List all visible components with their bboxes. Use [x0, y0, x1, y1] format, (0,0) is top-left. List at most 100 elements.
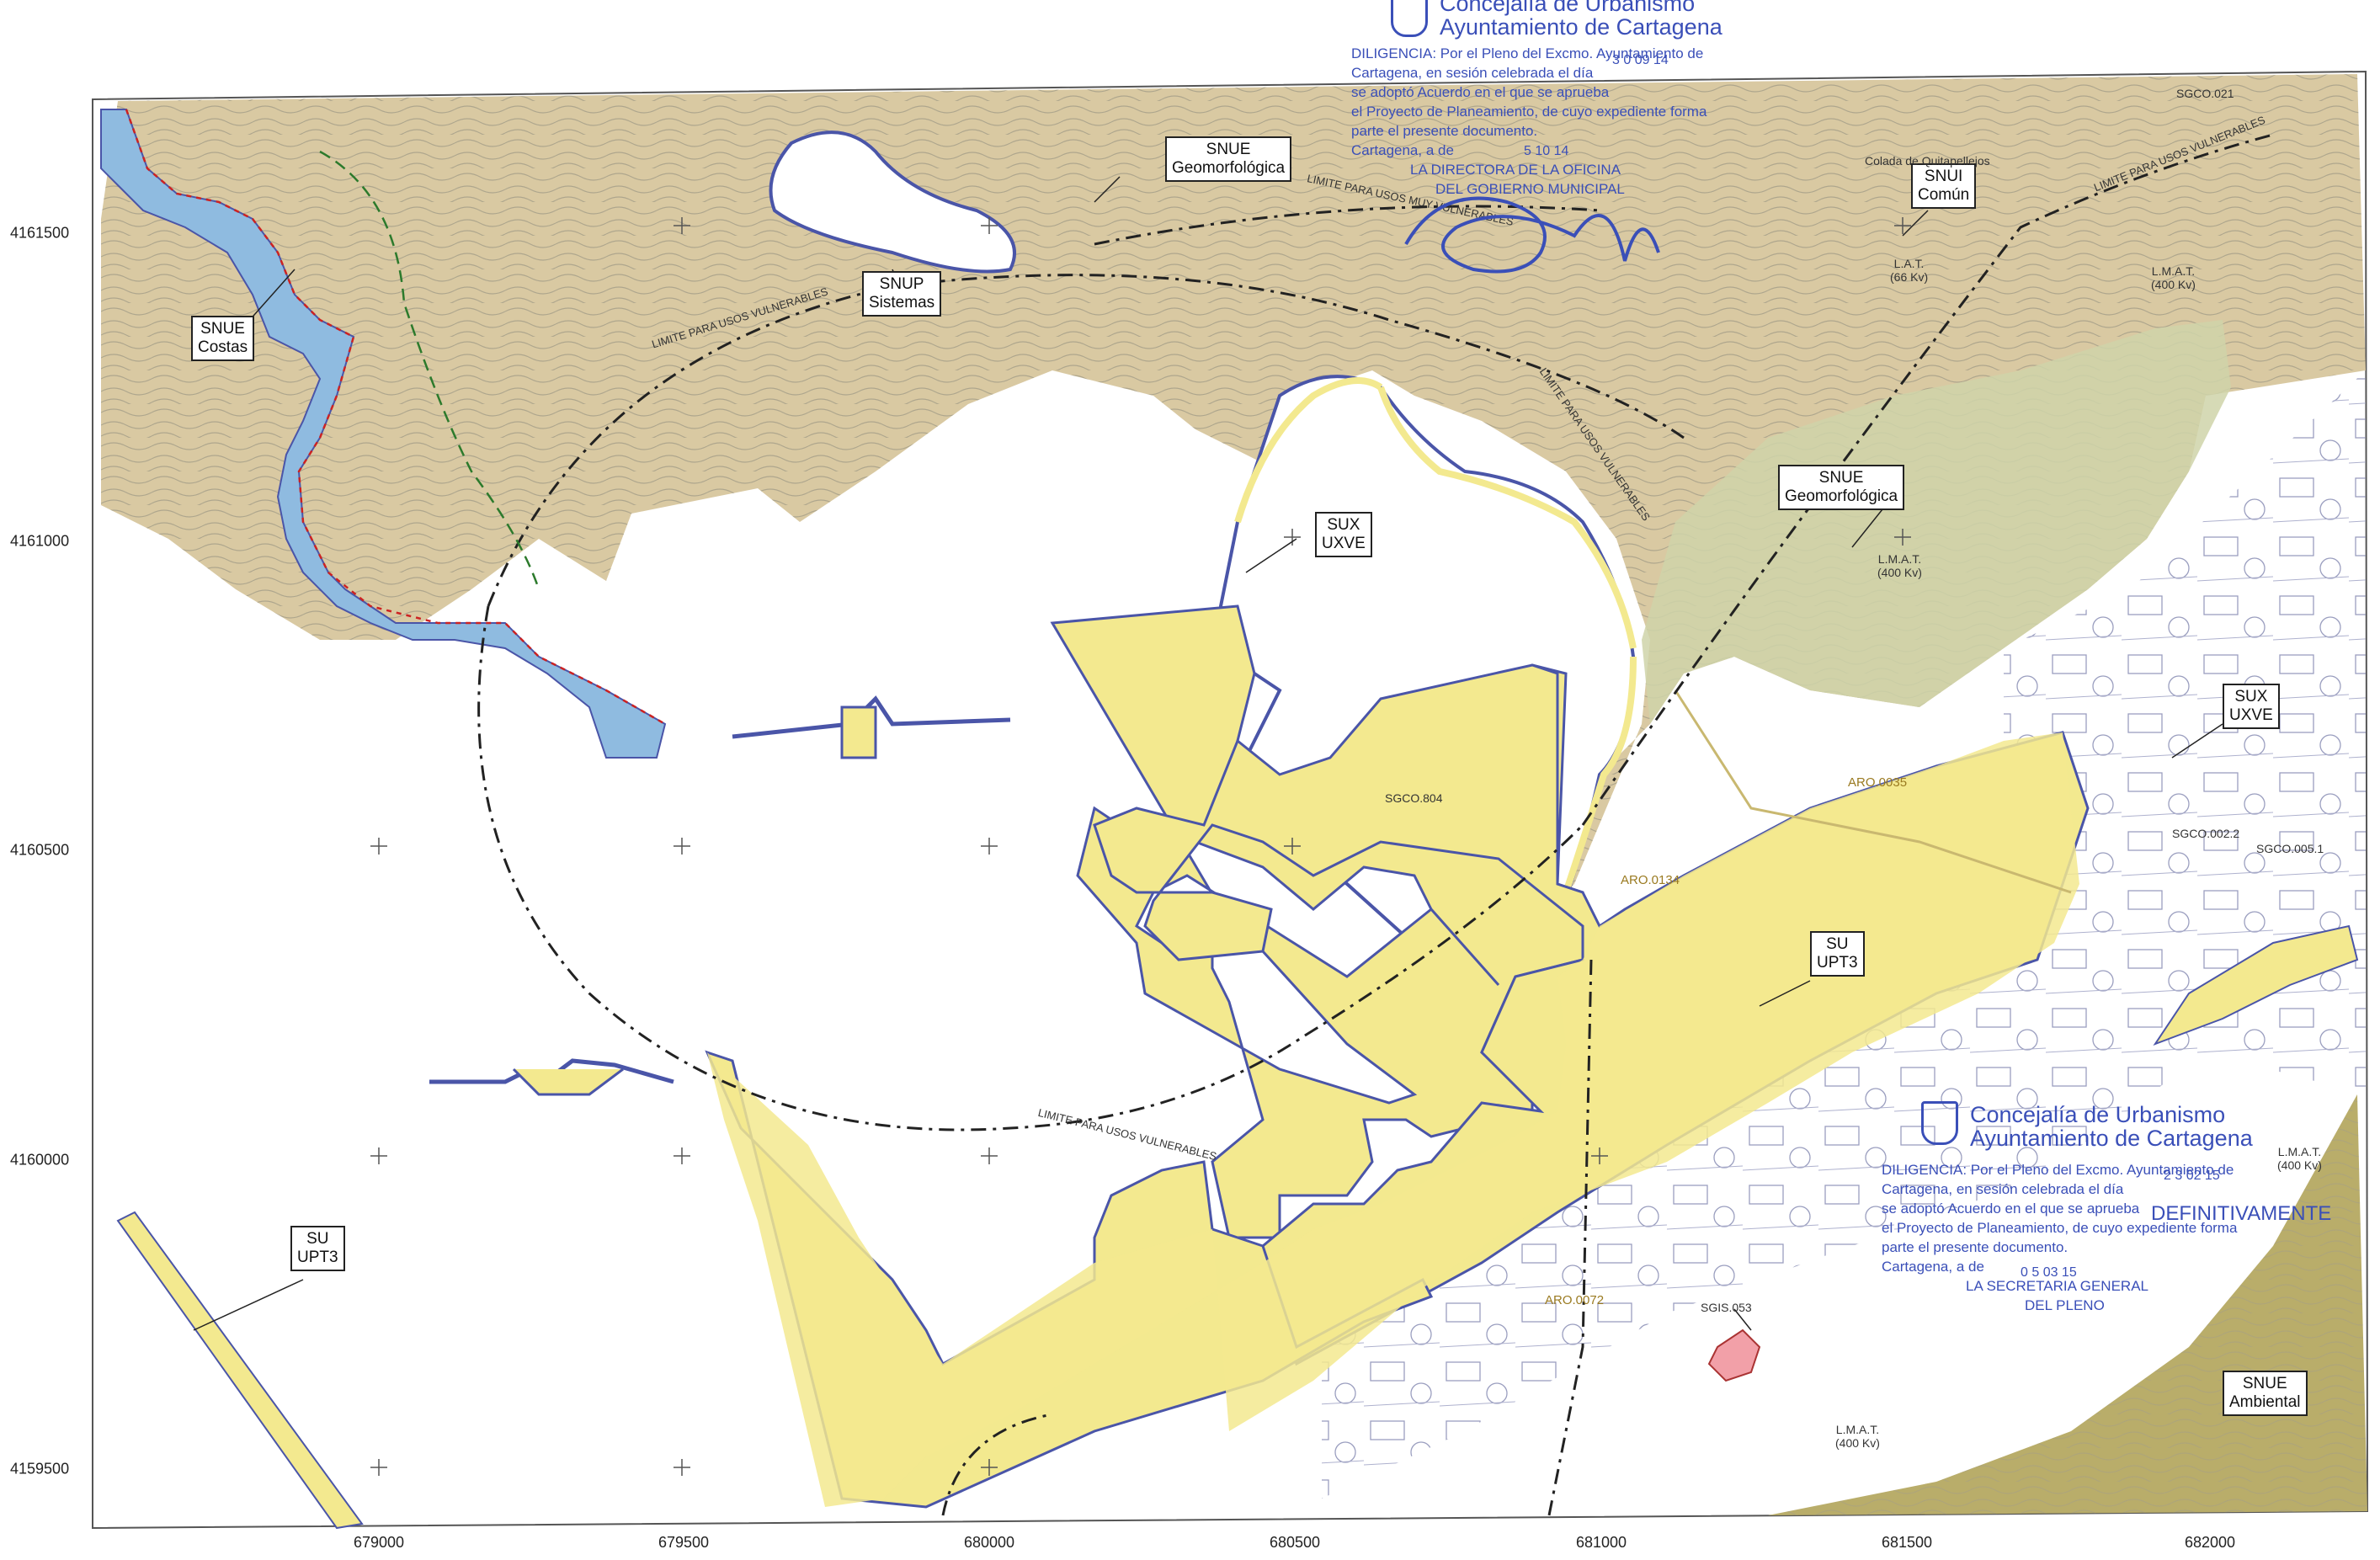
zone-subtype: Sistemas [869, 294, 935, 311]
y-axis-label: 4161500 [10, 224, 70, 242]
stamp-line: DEL GOBIERNO MUNICIPAL [1435, 181, 1625, 197]
stamp-bottom-date-1: 2 3 02 15 [2164, 1169, 2220, 1183]
zone-subtype: Geomorfológica [1785, 487, 1898, 505]
limit-vulnerable-circle [477, 133, 2274, 1516]
stamp-line: DEL PLENO [2025, 1297, 2105, 1313]
pier-north [732, 695, 1011, 759]
annotation-lmat400-c: L.M.A.T.(400 Kv) [2277, 1145, 2322, 1172]
stamp-line: LA DIRECTORA DE LA OFICINA [1410, 162, 1621, 178]
annotation-text: SGCO.005.1 [2256, 842, 2324, 855]
annotation-text: Colada de Quitapellejos [1865, 154, 1990, 168]
annotation-text: (66 Kv) [1890, 270, 1929, 284]
annotation-sgco804: SGCO.804 [1385, 791, 1442, 805]
zone-label-sux-uxve-center: SUX UXVE [1315, 512, 1372, 557]
annotation-text: L.M.A.T. [2277, 1145, 2322, 1158]
stamp-top-body: DILIGENCIA: Por el Pleno del Excmo. Ayun… [1351, 44, 1772, 199]
y-axis-label: 4159500 [10, 1460, 70, 1477]
coat-of-arms-icon [1391, 0, 1428, 37]
stamp-line: parte el presente documento. [1351, 123, 1538, 139]
x-axis-label: 682000 [2184, 1534, 2236, 1551]
stamp-line: DILIGENCIA: Por el Pleno del Excmo. Ayun… [1882, 1162, 2234, 1178]
yellow-strip-west [116, 1211, 364, 1530]
zone-label-snue-costas: SNUE Costas [191, 316, 255, 361]
annotation-text: SGCO.002.2 [2172, 827, 2240, 840]
terrain-north [101, 74, 2366, 968]
y-axis-label: 4160500 [10, 841, 70, 859]
stamp-top: Concejalía de Urbanismo Ayuntamiento de … [1440, 0, 1722, 39]
aro-label: ARO.0035 [1848, 775, 1908, 790]
zone-subtype: Costas [198, 338, 248, 356]
zone-code: SNUE [2242, 1375, 2287, 1392]
zone-label-snue-geomorfologica-east: SNUE Geomorfológica [1778, 465, 1905, 510]
y-axis-label: 4161000 [10, 532, 70, 550]
annotation-sgco021: SGCO.021 [2176, 87, 2234, 100]
stamp-bottom-definitive: DEFINITIVAMENTE [2151, 1202, 2332, 1225]
zone-subtype: Ambiental [2229, 1393, 2301, 1411]
x-axis-label: 680000 [963, 1534, 1015, 1551]
zone-label-snue-ambiental: SNUE Ambiental [2223, 1371, 2308, 1416]
annotation-lmat400-a: L.M.A.T.(400 Kv) [2151, 264, 2196, 291]
stamp-bottom-date-2: 0 5 03 15 [2021, 1265, 2077, 1280]
annotation-text: SGCO.021 [2176, 87, 2234, 100]
annotation-text: SGIS.053 [1701, 1301, 1752, 1314]
zone-subtype: Geomorfológica [1172, 159, 1286, 177]
pink-site [1707, 1328, 1761, 1382]
stamp-title: Concejalía de Urbanismo [1440, 0, 1696, 16]
snup-enclosure [769, 130, 1016, 274]
annotation-sgco0051: SGCO.005.1 [2256, 842, 2324, 855]
zone-code: SU [1826, 935, 1849, 953]
stamp-line: el Proyecto de Planeamiento, de cuyo exp… [1351, 104, 1707, 120]
zone-code: SUX [1327, 516, 1360, 534]
zone-code: SU [306, 1230, 329, 1248]
zone-label-su-upt3-center: SU UPT3 [1810, 931, 1865, 977]
annotation-text: L.M.A.T. [1835, 1423, 1880, 1436]
stamp-title: Concejalía de Urbanismo [1970, 1102, 2226, 1127]
stamp-line: Cartagena, a de [1882, 1259, 1984, 1275]
zone-label-sux-uxve-east: SUX UXVE [2223, 684, 2280, 729]
stamp-line: Cartagena, en sesión celebrada el día [1351, 65, 1594, 81]
x-axis-label: 679000 [353, 1534, 405, 1551]
x-axis-label: 679500 [658, 1534, 710, 1551]
zone-subtype: UPT3 [297, 1249, 338, 1266]
coat-of-arms-icon [1921, 1101, 1958, 1145]
stamp-bottom: Concejalía de Urbanismo Ayuntamiento de … [1970, 1103, 2253, 1150]
x-axis-label: 681500 [1881, 1534, 1933, 1551]
stamp-line: se adoptó Acuerdo en el que se aprueba [1351, 84, 1610, 100]
stamp-subtitle: Ayuntamiento de Cartagena [1970, 1126, 2253, 1151]
stamp-top-date-2: 5 10 14 [1524, 144, 1569, 158]
annotation-sgco0022: SGCO.002.2 [2172, 827, 2239, 840]
annotation-lat66: L.A.T.(66 Kv) [1890, 257, 1928, 284]
annotation-colada: Colada de Quitapellejos [1865, 154, 1990, 168]
stamp-line: LA SECRETARIA GENERAL [1966, 1278, 2148, 1294]
stamp-line: DILIGENCIA: Por el Pleno del Excmo. Ayun… [1351, 45, 1704, 61]
stamp-bottom-body: DILIGENCIA: Por el Pleno del Excmo. Ayun… [1882, 1160, 2303, 1315]
stamp-line: se adoptó Acuerdo en el que se aprueba [1882, 1201, 2140, 1217]
x-axis-label: 681000 [1575, 1534, 1627, 1551]
terrain-east-hill [1642, 320, 2231, 724]
zone-label-snup-sistemas: SNUP Sistemas [862, 271, 942, 317]
zone-code: SNUI [1924, 168, 1963, 185]
zone-label-snue-geomorfologica-north: SNUE Geomorfológica [1165, 136, 1292, 182]
annotation-lmat400-d: L.M.A.T.(400 Kv) [1835, 1423, 1880, 1450]
grid-crosses [370, 217, 1911, 1476]
yellow-zone-southwest [707, 732, 2079, 1507]
yellow-strip-east [1674, 689, 2359, 1046]
zone-code: SNUE [1206, 141, 1251, 158]
zone-code: SNUP [879, 275, 924, 293]
x-axis-label: 680500 [1269, 1534, 1321, 1551]
annotation-text: (400 Kv) [1835, 1436, 1880, 1450]
stamp-line: Cartagena, en sesión celebrada el día [1882, 1181, 2124, 1197]
zone-label-snui-comun: SNUI Común [1911, 163, 1977, 209]
annotation-text: (400 Kv) [1877, 566, 1922, 579]
zone-label-su-upt3-west: SU UPT3 [290, 1226, 345, 1271]
annotation-sgis053: SGIS.053 [1701, 1301, 1752, 1314]
stamp-line: el Proyecto de Planeamiento, de cuyo exp… [1882, 1220, 2238, 1236]
zone-subtype: UXVE [1322, 535, 1366, 552]
annotation-text: SGCO.804 [1385, 791, 1443, 805]
zone-code: SNUE [1818, 469, 1864, 487]
aro-label: ARO.0134 [1621, 873, 1680, 887]
y-axis-label: 4160000 [10, 1151, 70, 1169]
zone-subtype: Común [1918, 186, 1970, 204]
signature-top [1404, 196, 1660, 274]
